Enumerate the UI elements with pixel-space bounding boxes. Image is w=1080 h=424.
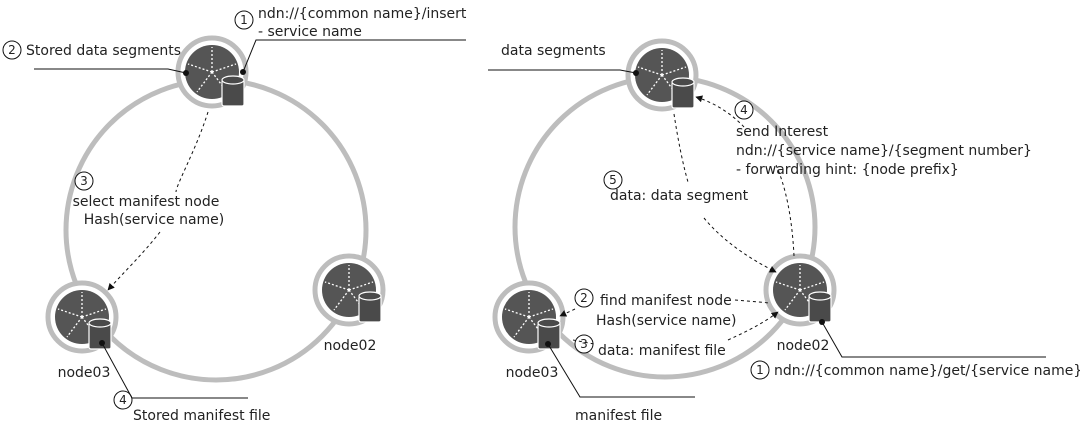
left-node02	[315, 256, 383, 324]
right-step5-flow-upper	[673, 113, 689, 183]
left-step1-line1: ndn://{common name}/insert	[258, 6, 467, 22]
right-manifest-file-label: manifest file	[575, 408, 662, 424]
right-step4-marker	[734, 100, 754, 120]
left-step1-leader	[242, 39, 466, 73]
right-node02-label: node02	[777, 338, 830, 354]
left-step3-flow-arrow	[107, 231, 161, 291]
left-step4-marker	[113, 390, 133, 410]
right-node02-database-icon	[808, 291, 832, 323]
left-step1-marker	[234, 10, 254, 30]
left-step3-marker	[74, 171, 94, 191]
right-step3-flow-arrow	[727, 311, 779, 341]
left-step4-leader	[101, 342, 248, 399]
right-step2-flow-right	[734, 299, 771, 304]
right-node03-label: node03	[506, 365, 559, 381]
right-manifest-file-leader	[547, 343, 695, 398]
right-step4-line1: send Interest	[736, 124, 829, 140]
right-step2-number: 2	[580, 291, 588, 305]
left-node02-database-icon	[358, 291, 382, 323]
right-step2-line2: Hash(service name)	[596, 313, 737, 329]
left-step3-flow-upper	[175, 111, 209, 193]
right-step5-flow-arrow	[703, 217, 777, 273]
left-node03-label: node03	[58, 365, 111, 381]
left-step4-number: 4	[119, 393, 127, 407]
right-data-segments-leader	[488, 69, 637, 74]
right-panel: node03 node02 data segments manifest fil…	[488, 41, 1080, 424]
right-step3-line1: data: manifest file	[598, 343, 726, 359]
right-step4-line3: - forwarding hint: {node prefix}	[736, 162, 959, 178]
left-step3-number: 3	[80, 174, 88, 188]
left-top-database-icon	[221, 75, 245, 107]
left-node03	[48, 283, 116, 351]
right-step1-leader	[821, 321, 1046, 358]
left-step3-line1: select manifest node	[73, 194, 220, 210]
right-step2-flow-arrow	[559, 308, 576, 317]
left-step1-line2: - service name	[258, 24, 362, 40]
right-step2-line1: find manifest node	[600, 293, 732, 309]
right-step4-flow-lower	[775, 164, 795, 257]
left-step3-line2: Hash(service name)	[84, 212, 225, 228]
right-step5-line1: data: data segment	[610, 188, 749, 204]
right-step4-number: 4	[740, 103, 748, 117]
right-step5-marker	[603, 170, 623, 190]
right-step1-marker	[750, 360, 770, 380]
left-step4-line1: Stored manifest file	[133, 408, 270, 424]
left-step2-marker	[2, 40, 22, 60]
left-panel: node03 node02 1 ndn://{common name}/inse…	[2, 6, 467, 424]
right-node03	[495, 283, 563, 351]
right-data-segments-label: data segments	[501, 43, 606, 59]
right-step3-number: 3	[580, 337, 588, 351]
right-step4-line2: ndn://{service name}/{segment number}	[736, 143, 1032, 159]
left-node02-label: node02	[324, 338, 377, 354]
right-step1-number: 1	[756, 363, 764, 377]
right-top-database-icon	[671, 77, 695, 109]
left-step2-leader	[34, 68, 187, 74]
left-step1-number: 1	[240, 13, 248, 27]
left-step2-line1: Stored data segments	[26, 43, 181, 59]
left-step2-number: 2	[8, 43, 16, 57]
right-step2-marker	[574, 288, 594, 308]
right-step1-line1: ndn://{common name}/get/{service name}	[774, 363, 1080, 379]
right-step5-number: 5	[609, 173, 617, 187]
